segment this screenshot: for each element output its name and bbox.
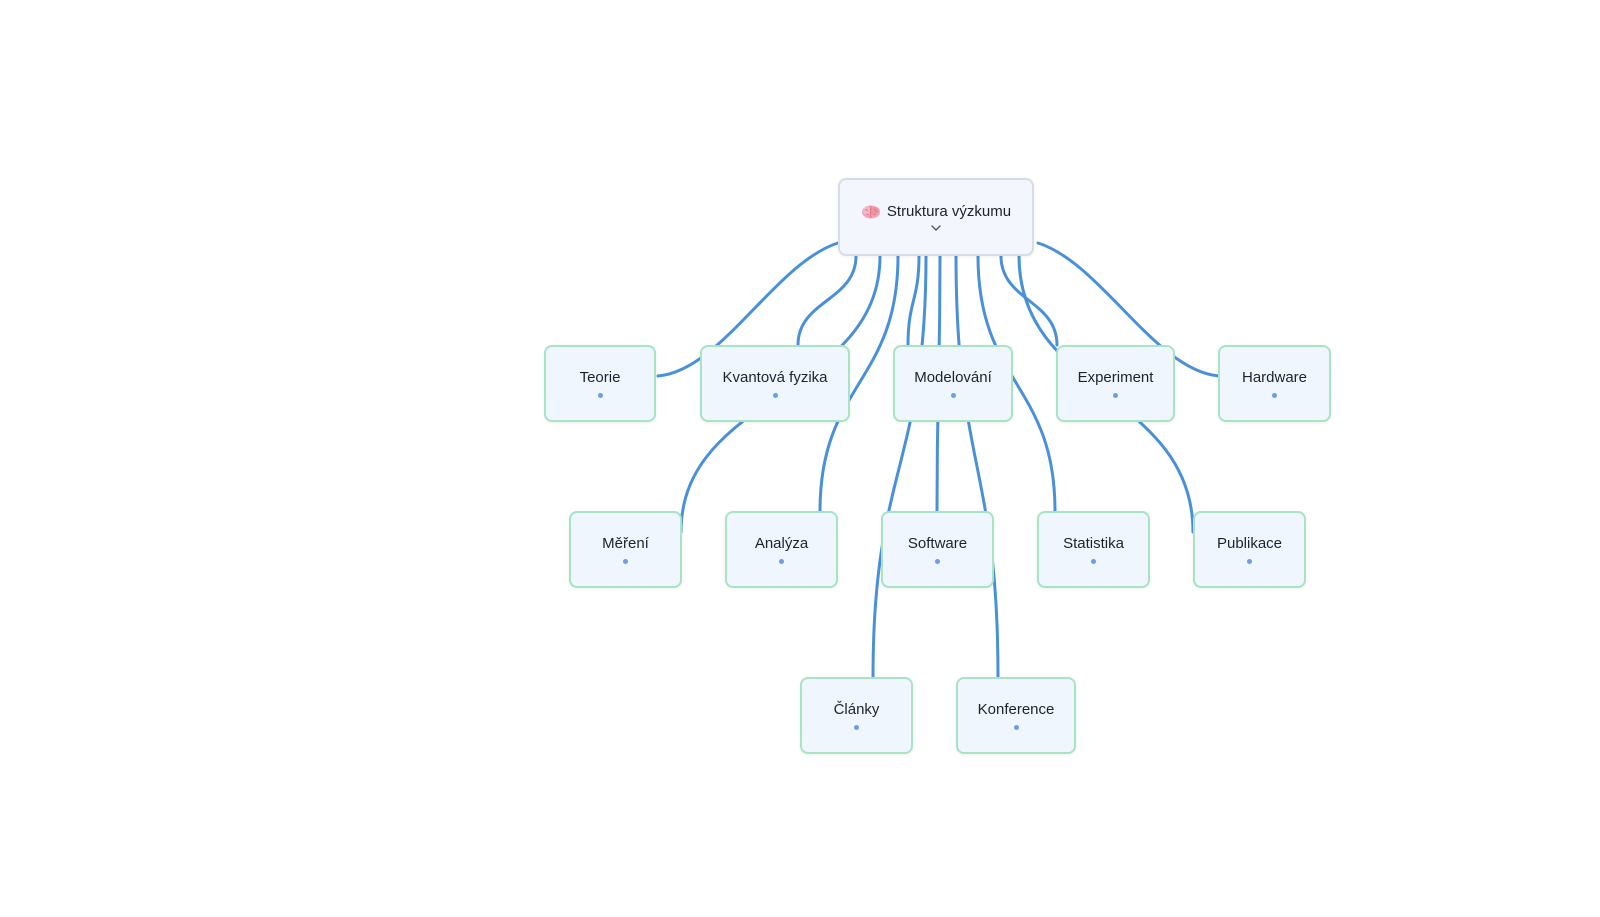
node-label: Statistika (1063, 535, 1124, 552)
root-label: Struktura výzkumu (886, 202, 1012, 220)
node-modelovani[interactable]: Modelování (893, 345, 1013, 422)
node-statistika[interactable]: Statistika (1037, 511, 1150, 588)
edge-root-experiment (999, 254, 1059, 347)
node-handle-dot (1247, 559, 1252, 564)
node-label: Experiment (1077, 369, 1154, 386)
edge-root-clanky (871, 254, 928, 679)
brain-icon (861, 205, 880, 218)
node-handle-dot (1013, 725, 1019, 730)
node-handle-dot (623, 559, 628, 564)
node-label: Publikace (1216, 535, 1283, 552)
node-label: Články (833, 701, 880, 718)
node-software[interactable]: Software (881, 511, 994, 588)
node-label: Kvantová fyzika (722, 369, 828, 386)
node-experiment[interactable]: Experiment (1056, 345, 1175, 422)
node-analyza[interactable]: Analýza (725, 511, 838, 588)
node-handle-dot (1272, 393, 1277, 398)
node-label: Teorie (579, 369, 621, 386)
node-handle-dot (772, 393, 778, 398)
node-handle-dot (779, 559, 784, 564)
node-label: Měření (602, 535, 649, 552)
node-hardware[interactable]: Hardware (1218, 345, 1331, 422)
edge-root-modelovani (906, 254, 921, 347)
node-handle-dot (950, 393, 956, 398)
node-kvantova-fyzika[interactable]: Kvantová fyzika (700, 345, 850, 422)
edge-root-kvantova-fyzika (796, 254, 858, 347)
node-label: Software (907, 535, 968, 552)
root-node[interactable]: Struktura výzkumu (838, 178, 1034, 256)
node-mereni[interactable]: Měření (569, 511, 682, 588)
node-handle-dot (854, 725, 859, 730)
node-label: Hardware (1241, 369, 1308, 386)
node-label: Modelování (914, 369, 992, 386)
node-publikace[interactable]: Publikace (1193, 511, 1306, 588)
chevron-down-icon[interactable] (930, 224, 942, 232)
node-handle-dot (1091, 559, 1096, 564)
node-handle-dot (597, 393, 603, 398)
node-handle-dot (1113, 393, 1118, 398)
root-label-row: Struktura výzkumu (861, 203, 1011, 221)
edge-root-konference (954, 254, 1000, 679)
node-handle-dot (935, 559, 940, 564)
node-konference[interactable]: Konference (956, 677, 1076, 754)
node-clanky[interactable]: Články (800, 677, 913, 754)
node-label: Analýza (754, 535, 809, 552)
node-label: Konference (977, 701, 1055, 718)
node-teorie[interactable]: Teorie (544, 345, 656, 422)
